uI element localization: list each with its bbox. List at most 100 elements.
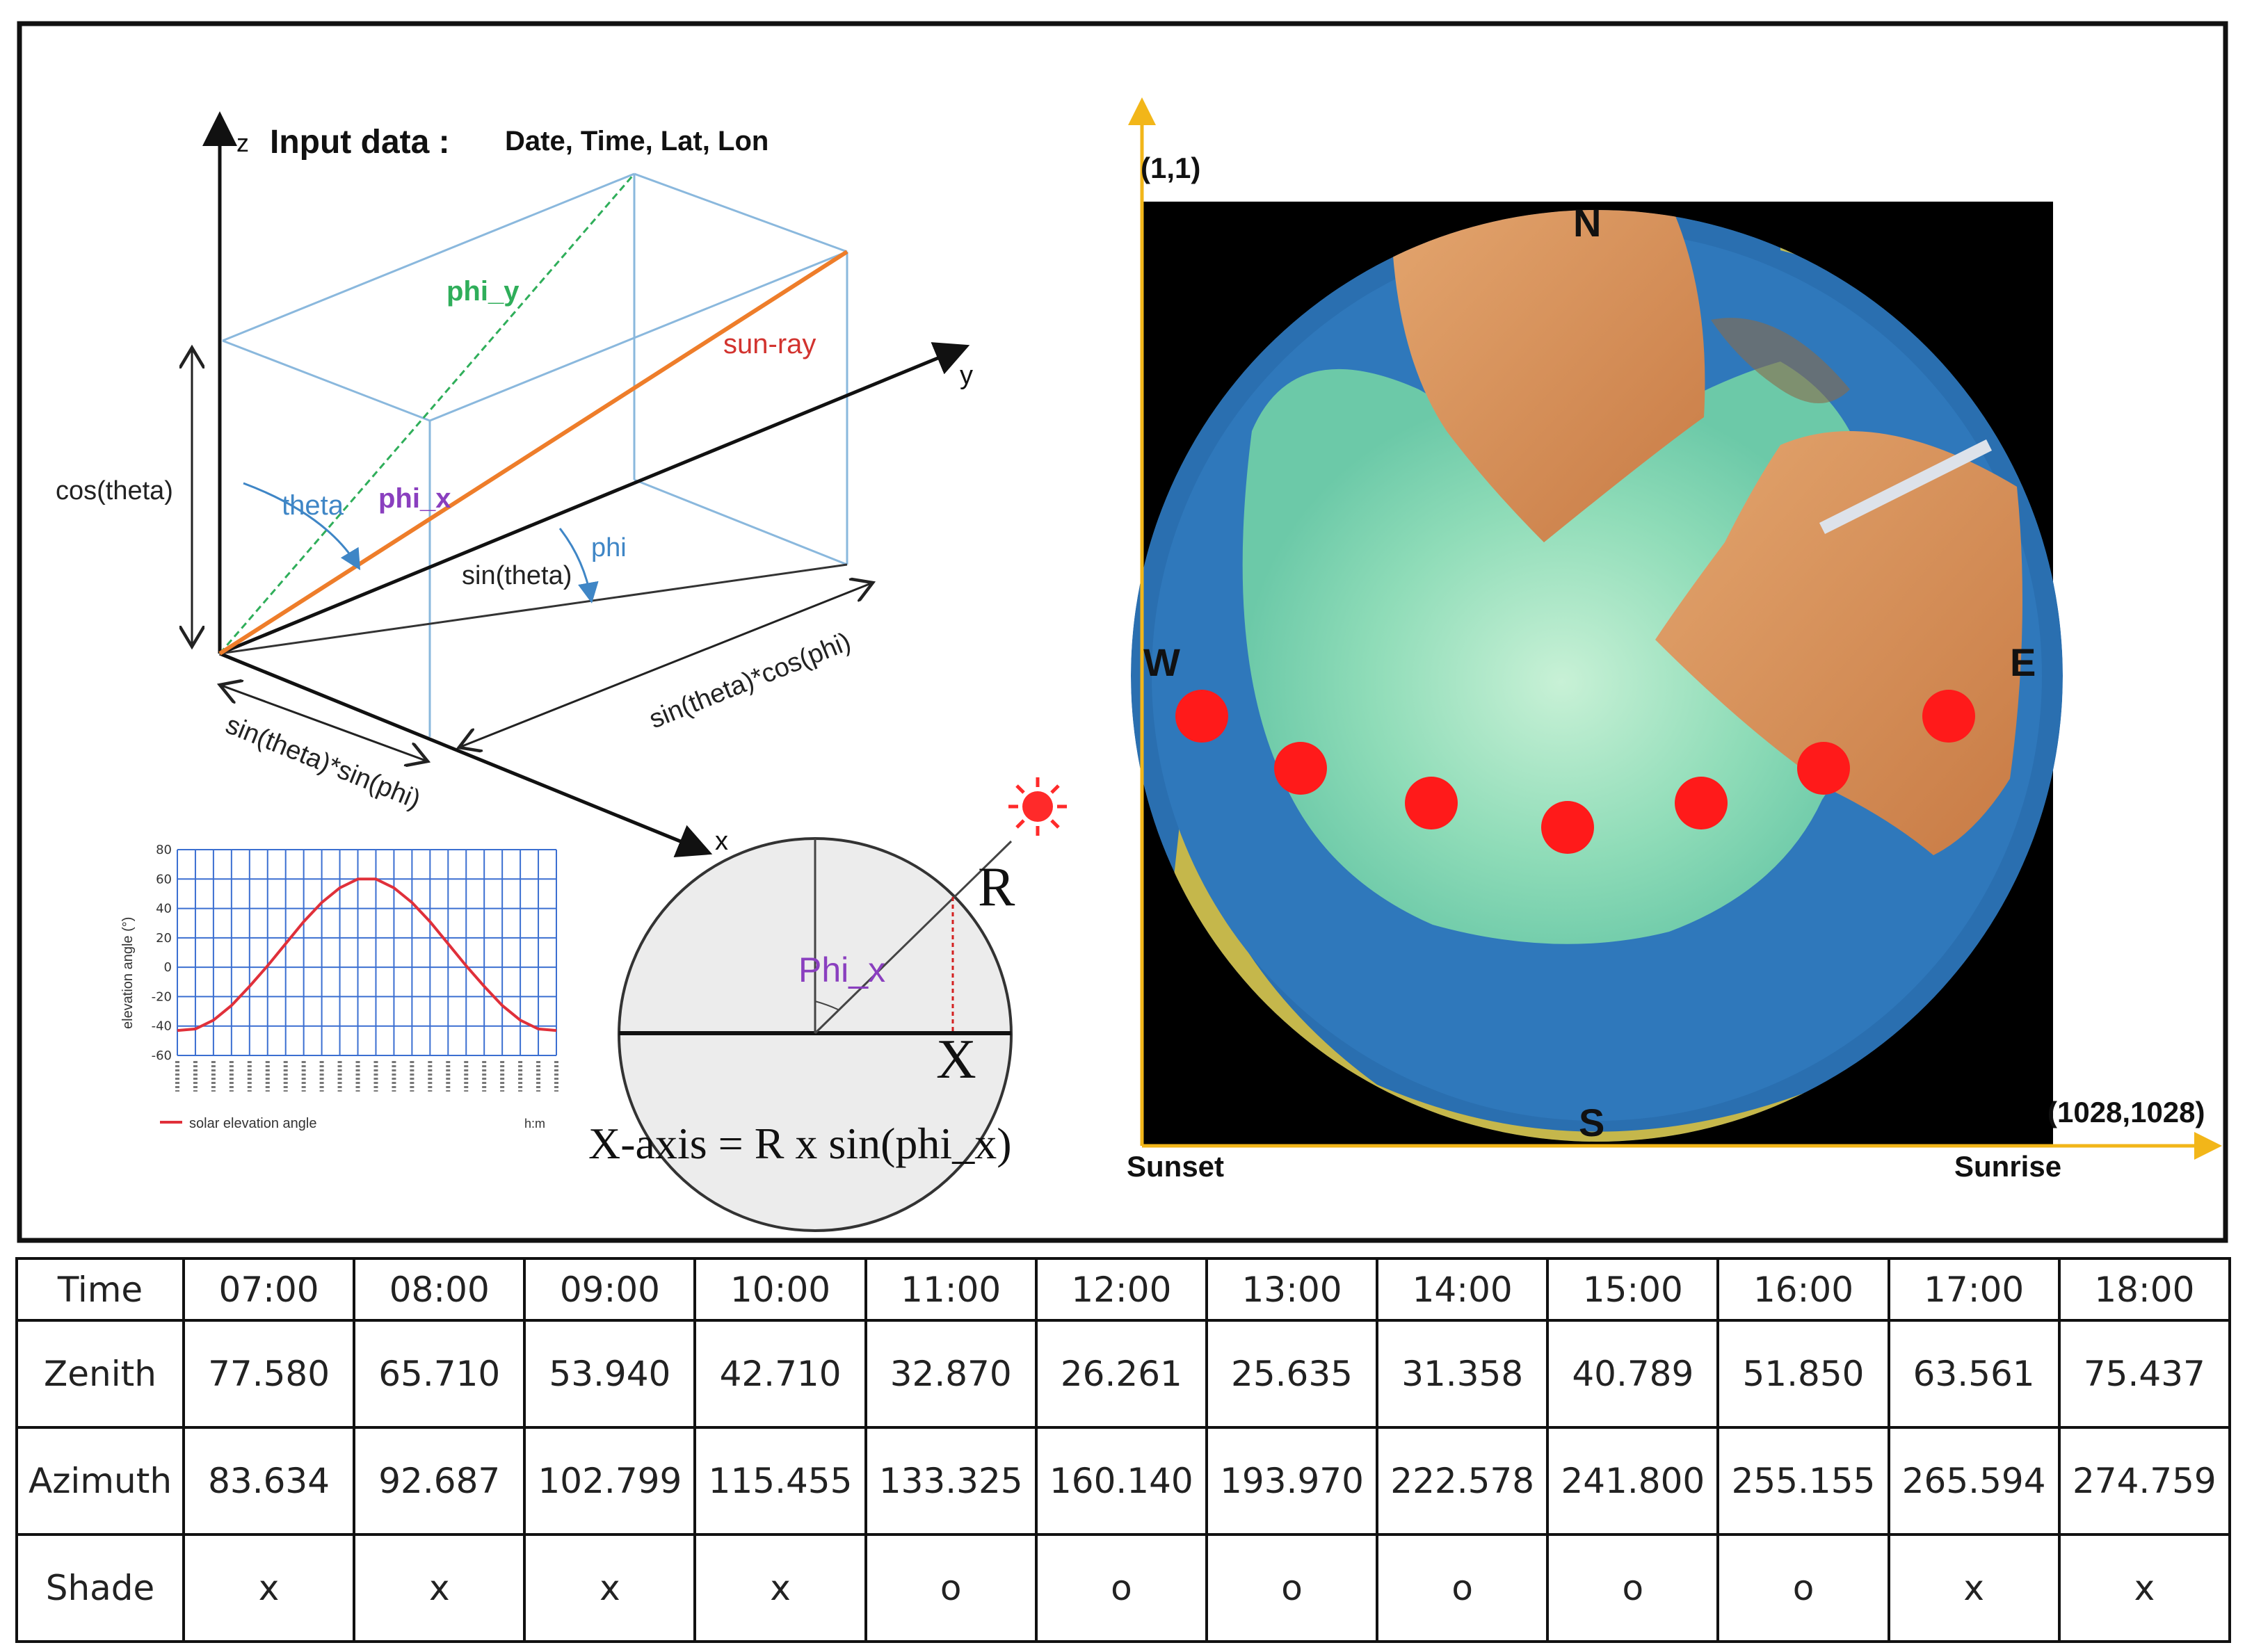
input-data-values: Date, Time, Lat, Lon [505,126,769,156]
sun-dot [1541,801,1594,854]
table-cell: x [2057,1533,2232,1643]
table-cell: 09:00 [523,1257,697,1322]
phi-x-circle-label: Phi_x [798,950,885,989]
y-tick-label: 0 [164,960,172,975]
x-axis-label: x [715,827,728,856]
west-label: W [1143,640,1180,684]
table-cell: 17:00 [1887,1257,2061,1322]
table-cell: 18:00 [2057,1257,2232,1322]
table-cell: o [864,1533,1038,1643]
table-cell: 75.437 [2057,1319,2232,1429]
sun-icon [1008,777,1067,836]
sun-ray-label: sun-ray [723,329,816,359]
table-cell: 274.759 [2057,1426,2232,1536]
figure-frame [17,21,2228,1243]
sin-theta-cos-phi-label: sin(theta)*cos(phi) [645,627,855,734]
table-cell: 63.561 [1887,1319,2061,1429]
y-tick-label: -20 [152,989,172,1004]
south-label: S [1579,1101,1604,1144]
table-cell: 92.687 [353,1426,526,1536]
table-cell: x [182,1533,356,1643]
legend-label: solar elevation angle [189,1116,316,1131]
y-tick-label: 60 [156,872,172,886]
projection-circle-diagram: Phi_x R X X-axis = R x sin(phi_x) [588,777,1067,1232]
table-row-time: Time 07:00 08:00 09:00 10:00 11:00 12:00… [15,1257,2232,1322]
table-cell: Zenith [15,1319,185,1429]
end-coordinate-label: (1028,1028) [2047,1096,2205,1128]
projection-equation: X-axis = R x sin(phi_x) [588,1119,1012,1168]
table-cell: x [353,1533,526,1643]
table-cell: 07:00 [182,1257,356,1322]
y-tick-label: 80 [156,843,172,857]
table-cell: 222.578 [1376,1426,1550,1536]
table-cell: x [693,1533,867,1643]
table-cell: o [1546,1533,1720,1643]
table-cell: 241.800 [1546,1426,1720,1536]
x-unit-label: h:m [524,1117,545,1131]
table-cell: 265.594 [1887,1426,2061,1536]
table-cell: 31.358 [1376,1319,1550,1429]
table-cell: x [523,1533,697,1643]
y-tick-label: 40 [156,902,172,916]
table-cell: 10:00 [693,1257,867,1322]
sunset-label: Sunset [1127,1150,1224,1183]
table-cell: 32.870 [864,1319,1038,1429]
elevation-curve [177,877,557,1032]
theta-label: theta [282,490,344,521]
cos-theta-label: cos(theta) [56,476,173,505]
sun-dot [1922,690,1975,743]
table-cell: 193.970 [1205,1426,1379,1536]
table-cell: 13:00 [1205,1257,1379,1322]
phi-y-label: phi_y [446,276,520,307]
table-cell: 08:00 [353,1257,526,1322]
sun-dot [1797,742,1850,795]
table-cell: o [1205,1533,1379,1643]
coordinate-diagram: z Input data : Date, Time, Lat, Lon y x … [56,111,973,858]
table-cell: o [1034,1533,1208,1643]
table-cell: 12:00 [1034,1257,1208,1322]
fisheye-panel: (1,1) (1028,1028) N S E W Sunset Sunrise [1127,97,2222,1183]
x-label: X [936,1029,976,1090]
table-row-azimuth: Azimuth 83.634 92.687 102.799 115.455 13… [15,1426,2232,1536]
table-row-zenith: Zenith 77.580 65.710 53.940 42.710 32.87… [15,1319,2232,1429]
table-cell: 42.710 [693,1319,867,1429]
phi-label: phi [591,533,627,562]
z-axis-label: z [236,129,249,157]
phi-x-label: phi_x [378,483,451,514]
input-data-label: Input data : [270,124,450,161]
table-cell: 14:00 [1376,1257,1550,1322]
table-cell: 40.789 [1546,1319,1720,1429]
origin-coordinate-label: (1,1) [1141,152,1200,184]
sunrise-label: Sunrise [1954,1150,2061,1183]
sun-dot [1274,742,1327,795]
table-cell: 51.850 [1716,1319,1890,1429]
sun-dot [1175,690,1228,743]
table-cell: 15:00 [1546,1257,1720,1322]
table-cell: x [1887,1533,2061,1643]
north-label: N [1573,201,1601,245]
table-cell: 102.799 [523,1426,697,1536]
y-axis-label: y [960,361,973,390]
table-cell: 255.155 [1716,1426,1890,1536]
mini-chart-ylabel: elevation angle (°) [120,917,136,1029]
table-cell: 16:00 [1716,1257,1890,1322]
table-cell: Azimuth [15,1426,185,1536]
elevation-mini-chart: 80 60 40 20 0 -20 -40 -60 elevation angle (°) s… [120,843,558,1131]
y-tick-label: -40 [152,1019,172,1034]
table-cell: 115.455 [693,1426,867,1536]
table-cell: 65.710 [353,1319,526,1429]
r-label: R [978,857,1015,918]
table-cell: 83.634 [182,1426,356,1536]
table-cell: Shade [15,1533,185,1643]
sin-theta-label: sin(theta) [462,561,572,590]
table-cell: 133.325 [864,1426,1038,1536]
table-cell: 25.635 [1205,1319,1379,1429]
table-cell: 11:00 [864,1257,1038,1322]
sun-dot [1675,777,1728,829]
y-tick-label: 20 [156,931,172,946]
sun-position-table: Time 07:00 08:00 09:00 10:00 11:00 12:00… [15,1257,2232,1643]
table-cell: 53.940 [523,1319,697,1429]
table-cell: 160.140 [1034,1426,1208,1536]
table-row-shade: Shade x x x x o o o o o o x x [15,1533,2232,1643]
y-tick-label: -60 [152,1048,172,1063]
